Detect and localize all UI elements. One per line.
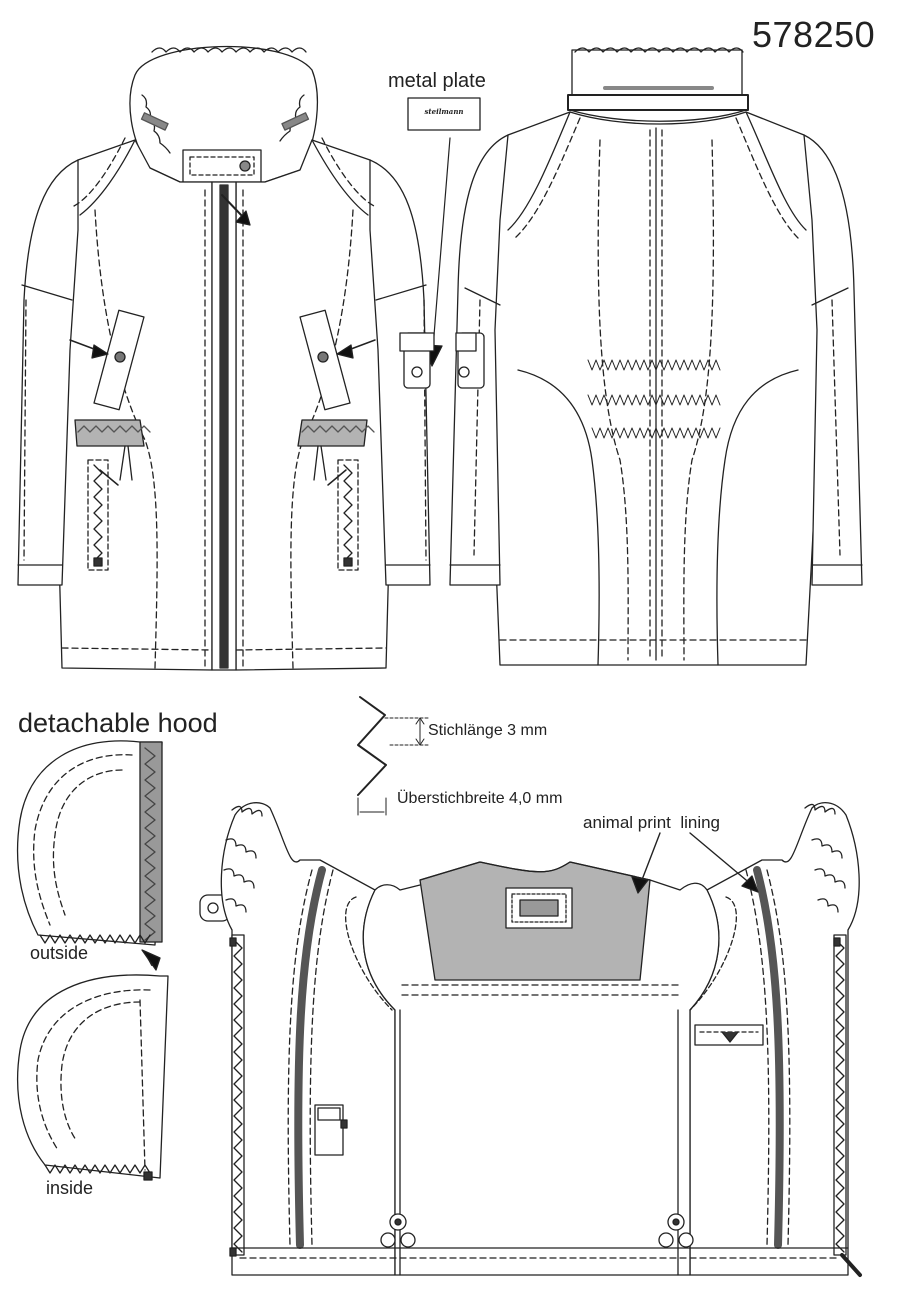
hood-inside-label: inside bbox=[46, 1178, 94, 1198]
zigzag-width-label: Überstichbreite 4,0 mm bbox=[397, 790, 563, 807]
opened-jacket-lining-view bbox=[221, 803, 860, 1275]
right-pocket-zipper bbox=[338, 460, 358, 570]
plate-brand-text: steilmann bbox=[424, 107, 464, 116]
hood-outside-label: outside bbox=[30, 943, 89, 963]
front-left-sleeve bbox=[18, 160, 78, 585]
front-right-sleeve bbox=[370, 160, 430, 585]
inside-right-zipper bbox=[757, 870, 780, 1245]
jacket-front-view bbox=[18, 47, 430, 670]
collar-snap bbox=[240, 161, 250, 171]
stitch-length-label: Stichlänge 3 mm bbox=[428, 722, 548, 739]
style-number: 578250 bbox=[752, 14, 876, 55]
back-smocking bbox=[588, 360, 720, 438]
left-waist-panel bbox=[75, 420, 144, 446]
hood-inside bbox=[18, 975, 168, 1180]
inside-phone-pocket bbox=[315, 1105, 343, 1155]
inside-left-zipper bbox=[298, 870, 322, 1245]
left-pocket-zipper bbox=[88, 460, 108, 570]
right-drawcord-stopper bbox=[659, 1214, 693, 1247]
hood-outside bbox=[18, 741, 230, 970]
metal-plate-callout bbox=[408, 98, 480, 366]
front-collar bbox=[130, 47, 317, 182]
stitch-diagram bbox=[358, 697, 430, 815]
right-waist-panel bbox=[298, 420, 367, 446]
jacket-back-view bbox=[400, 48, 862, 665]
inside-left-front bbox=[221, 803, 395, 1275]
animal-print-lining-label: animal print lining bbox=[583, 813, 721, 832]
left-drawcord-stopper bbox=[381, 1214, 415, 1247]
front-collar-ruffle bbox=[152, 48, 306, 52]
back-right-sleeve bbox=[804, 135, 862, 585]
metal-plate bbox=[408, 98, 480, 130]
detachable-hood-title: detachable hood bbox=[18, 708, 218, 738]
metal-plate-label: metal plate bbox=[388, 70, 486, 92]
